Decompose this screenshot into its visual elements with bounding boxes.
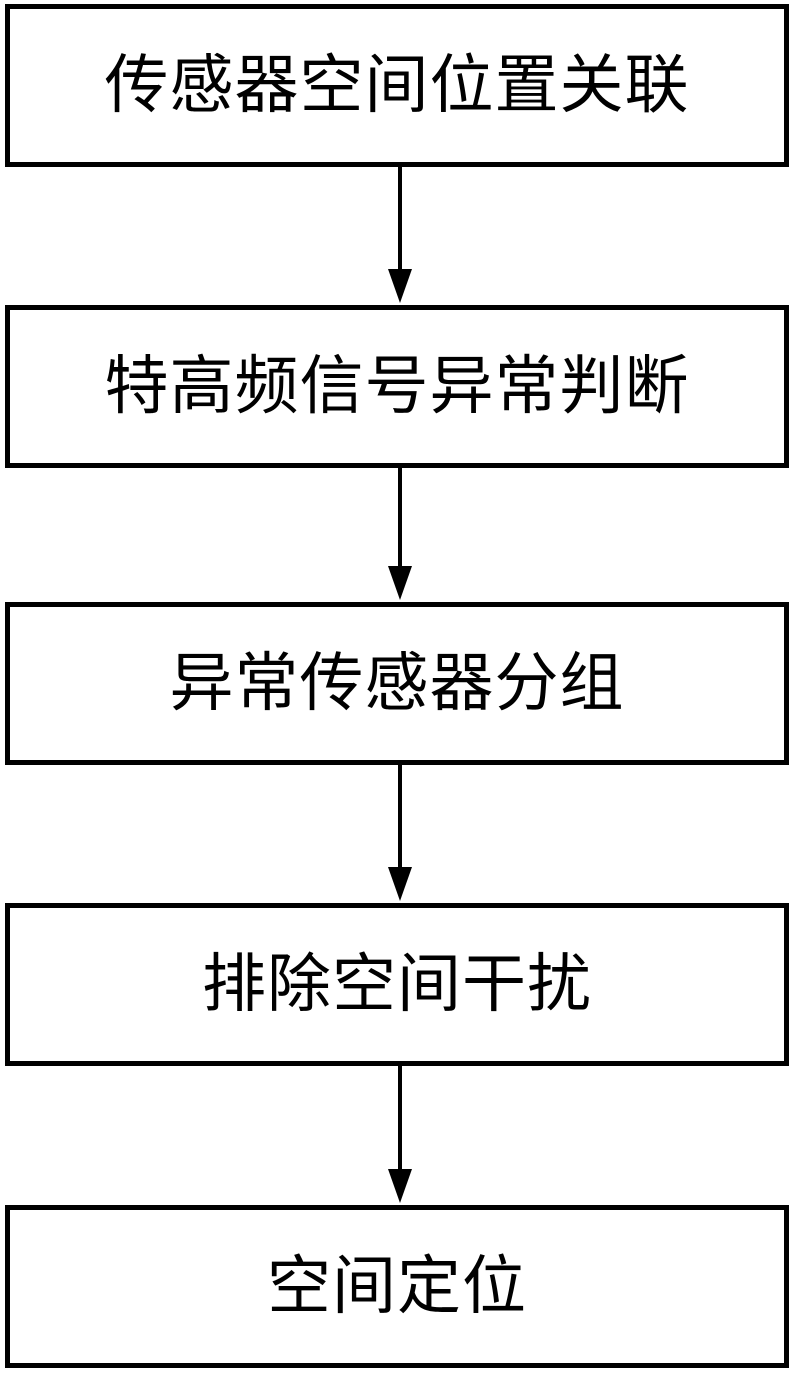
step-box-sensor-spatial-association: 传感器空间位置关联 [5,4,789,167]
arrow-down-icon [388,765,412,901]
step-box-spatial-localization: 空间定位 [5,1205,789,1368]
arrow-down-icon [388,167,412,303]
step-label: 传感器空间位置关联 [104,48,690,123]
step-label: 异常传感器分组 [169,646,625,721]
step-box-abnormal-sensor-grouping: 异常传感器分组 [5,602,789,765]
step-label: 空间定位 [267,1249,527,1324]
arrow-down-icon [388,1066,412,1203]
step-label: 排除空间干扰 [202,947,592,1022]
arrow-down-icon [388,468,412,600]
step-box-uhf-anomaly-judgement: 特高频信号异常判断 [5,305,789,468]
step-label: 特高频信号异常判断 [104,349,690,424]
step-box-eliminate-spatial-interference: 排除空间干扰 [5,903,789,1066]
